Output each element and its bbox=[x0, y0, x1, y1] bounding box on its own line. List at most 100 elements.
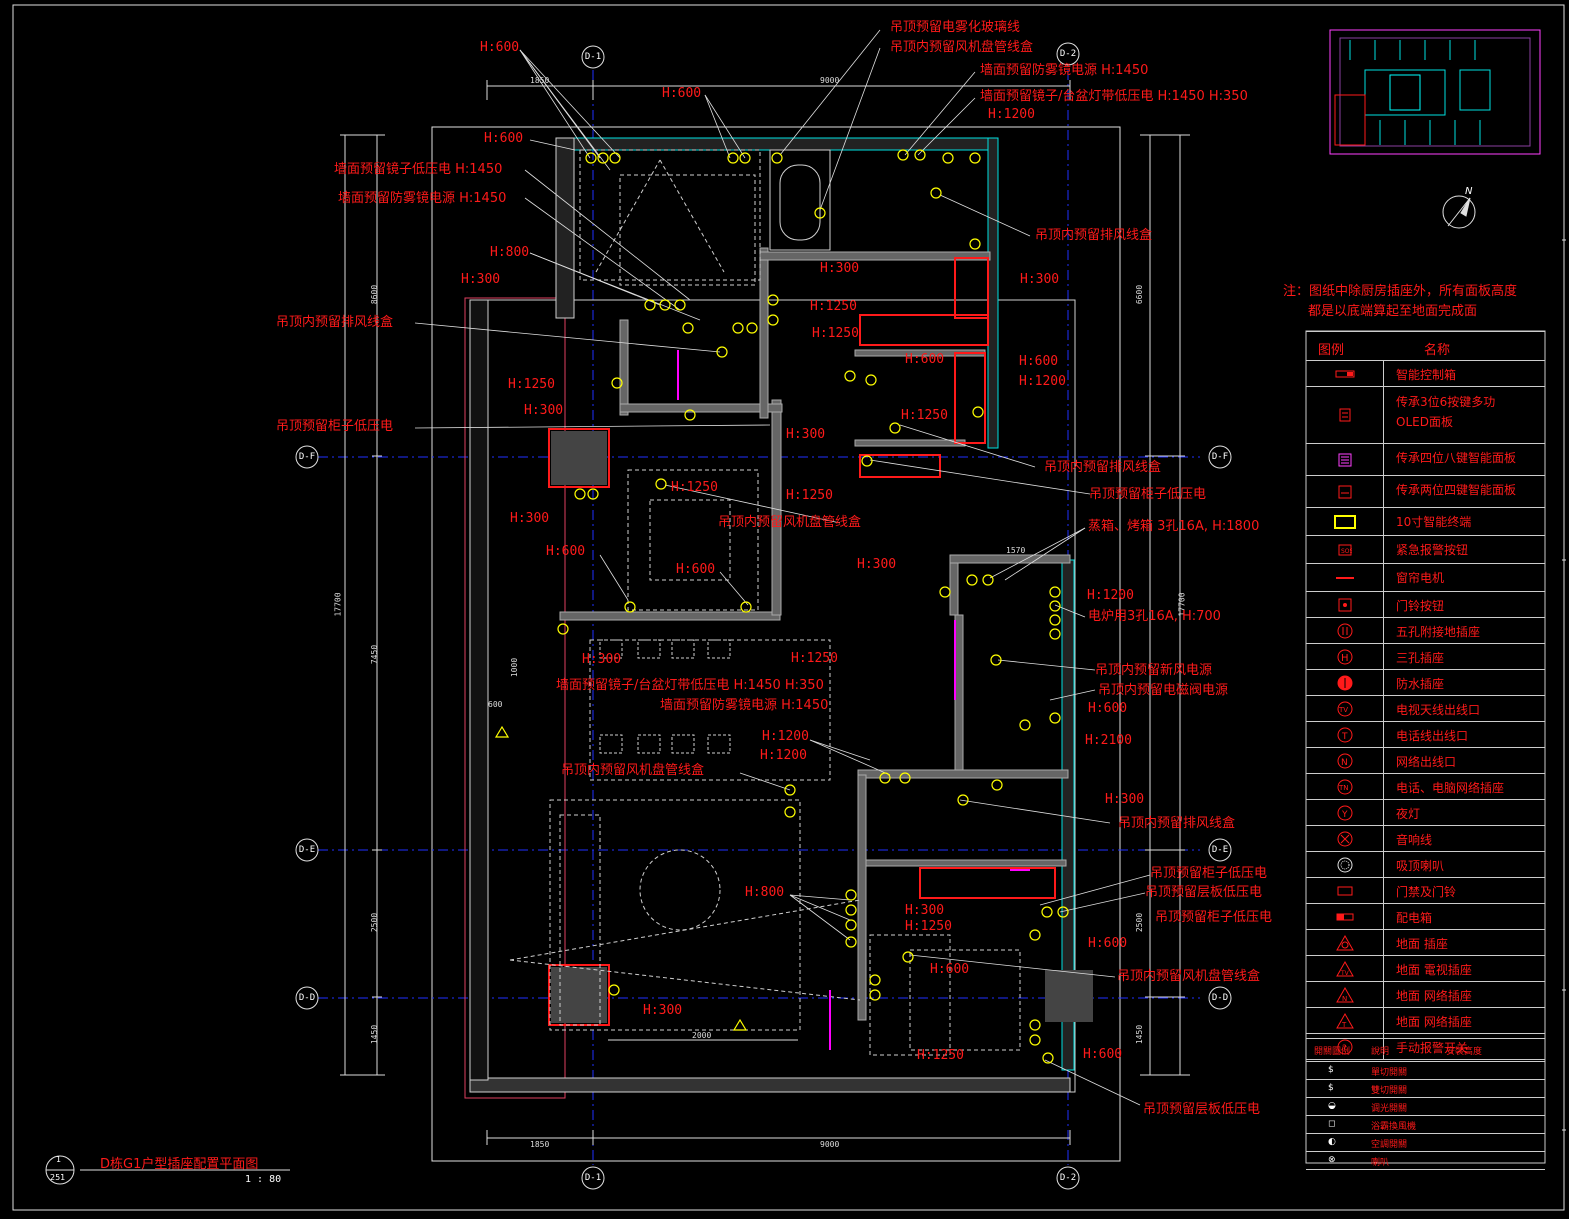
annotation-a29: H:1250 bbox=[786, 488, 833, 503]
panel-4key-icon bbox=[1306, 476, 1384, 507]
leader-lines bbox=[414, 29, 1151, 1106]
drawing-title: D栋G1户型插座配置平面图 bbox=[100, 1157, 259, 1172]
dim-bed: 2000 bbox=[692, 1031, 712, 1040]
annotation-a27: 吊顶内预留排风线盒 bbox=[1044, 460, 1162, 475]
socket-3-icon: H bbox=[1306, 644, 1384, 669]
legend-item-name: 音响线 bbox=[1396, 833, 1433, 847]
switch-row: $ 雙切開關 bbox=[1306, 1080, 1545, 1098]
legend-item-name: 夜灯 bbox=[1396, 807, 1421, 821]
legend-row: 智能控制箱 bbox=[1306, 361, 1545, 387]
legend-item-name: 10寸智能终端 bbox=[1396, 515, 1472, 529]
legend-item-name: 传承3位6按键多功 bbox=[1396, 395, 1496, 409]
annotation-a1: H:600 bbox=[480, 40, 520, 55]
legend-row: 门禁及门铃 bbox=[1306, 878, 1545, 904]
annotation-a8: H:600 bbox=[484, 131, 524, 146]
outlet-symbols bbox=[557, 149, 1069, 1064]
switch-col-3: 安裝高度 bbox=[1446, 1047, 1483, 1057]
annotation-a37: H:1200 bbox=[1087, 588, 1134, 603]
annotation-a23: H:1250 bbox=[901, 408, 948, 423]
switch-desc: 喇叭 bbox=[1371, 1158, 1390, 1168]
svg-text:TV: TV bbox=[1338, 706, 1348, 714]
annotation-a42: 墙面预留镜子/台盆灯带低压电 H:1450 H:350 bbox=[556, 678, 824, 693]
switch-symbol: ◐ bbox=[1328, 1137, 1336, 1147]
floor-socket-icon bbox=[1306, 930, 1384, 955]
annotation-a54: 吊顶预留层板低压电 bbox=[1145, 885, 1263, 900]
annotation-a49: 吊顶内预留风机盘管线盒 bbox=[561, 763, 705, 778]
annotation-a21: H:600 bbox=[1019, 354, 1059, 369]
annotation-a56: 吊顶预留柜子低压电 bbox=[1155, 910, 1273, 925]
dim-right-3: 1450 bbox=[1135, 1024, 1145, 1045]
legend-item-name: 传承两位四键智能面板 bbox=[1396, 483, 1517, 497]
drawing-scale: 1 : 80 bbox=[245, 1174, 282, 1185]
annotation-a15: H:1250 bbox=[810, 299, 857, 314]
annotation-a53: H:800 bbox=[745, 885, 785, 900]
dim-left-3: 2500 bbox=[370, 912, 380, 933]
annotation-a9: 墙面预留镜子低压电 H:1450 bbox=[334, 162, 503, 177]
annotation-a26: 吊顶预留柜子低压电 bbox=[276, 419, 394, 434]
legend-row: 10寸智能终端 bbox=[1306, 508, 1545, 536]
legend-item-name: 智能控制箱 bbox=[1396, 368, 1457, 382]
annotation-a30: H:1250 bbox=[671, 480, 718, 495]
annotation-a64: 吊顶预留层板低压电 bbox=[1143, 1102, 1261, 1117]
grid-label-de-left: D-E bbox=[298, 845, 316, 855]
legend-item-name: 地面 電视插座 bbox=[1396, 963, 1472, 977]
grid-bubbles bbox=[295, 42, 1232, 1190]
annotation-a55: H:300 bbox=[905, 903, 945, 918]
grid-label-df-left: D-F bbox=[298, 452, 316, 462]
legend-item-name: 门禁及门铃 bbox=[1396, 885, 1457, 899]
socket-5-icon bbox=[1306, 618, 1384, 643]
svg-text:SOS: SOS bbox=[1341, 548, 1352, 555]
annotation-a4: H:600 bbox=[662, 86, 702, 101]
annotation-a50: H:300 bbox=[1105, 792, 1145, 807]
grid-label-de-right: D-E bbox=[1211, 845, 1229, 855]
switch-table-header: 開關圖例 說明 安裝高度 bbox=[1306, 1038, 1545, 1062]
sheet-number: 1 bbox=[56, 1155, 62, 1164]
switch-col-2: 說明 bbox=[1371, 1047, 1390, 1057]
annotation-a43: 吊顶内预留电磁阀电源 bbox=[1098, 683, 1229, 698]
hatched-columns bbox=[551, 431, 1093, 1023]
annotation-a46: H:1200 bbox=[762, 729, 809, 744]
legend-row: 地面 插座 bbox=[1306, 930, 1545, 956]
access-control-icon bbox=[1306, 878, 1384, 903]
switch-row: ◐空調開關 bbox=[1306, 1134, 1545, 1152]
legend-item-name: 电话、电脑网络插座 bbox=[1396, 781, 1505, 795]
annotation-a10: 墙面预留防雾镜电源 H:1450 bbox=[338, 191, 507, 206]
legend-item-name: 电话线出线口 bbox=[1396, 729, 1469, 743]
switch-symbol: ◒ bbox=[1328, 1101, 1336, 1111]
curtain-motor-icon bbox=[1306, 564, 1384, 591]
outer-walls bbox=[464, 137, 1076, 1099]
svg-text:Y: Y bbox=[1341, 810, 1348, 820]
annotation-a13: H:300 bbox=[820, 261, 860, 276]
bathtub bbox=[769, 149, 831, 251]
legend-row: 配电箱 bbox=[1306, 904, 1545, 930]
annotation-a5: 墙面预留防雾镜电源 H:1450 bbox=[980, 63, 1149, 78]
legend-item-name: 网络出线口 bbox=[1396, 755, 1457, 769]
dim-left-2: 7450 bbox=[370, 644, 380, 665]
switch-desc: 雙切開關 bbox=[1371, 1086, 1408, 1096]
oled-panel-icon bbox=[1306, 387, 1384, 443]
annotation-a7: H:1200 bbox=[988, 107, 1035, 122]
switch-symbol: $ bbox=[1328, 1065, 1334, 1075]
annotation-a44: 墙面预留防雾镜电源 H:1450 bbox=[660, 698, 829, 713]
switch-symbol: $ bbox=[1328, 1083, 1334, 1093]
legend-item-name: 地面 插座 bbox=[1396, 937, 1448, 951]
annotation-a38: 电炉用3孔16A, H:700 bbox=[1088, 609, 1221, 624]
switch-desc: 调光開關 bbox=[1371, 1104, 1408, 1114]
dim-right-1: 6600 bbox=[1135, 284, 1145, 305]
dim-bottom-left: 1850 bbox=[530, 1140, 550, 1149]
legend-row: 防水插座 bbox=[1306, 670, 1545, 696]
legend-item-name: 手动报警开关 bbox=[1396, 1041, 1469, 1055]
legend-item-name-line2: OLED面板 bbox=[1396, 415, 1453, 429]
distribution-box-icon bbox=[1306, 904, 1384, 929]
svg-text:N: N bbox=[1342, 995, 1347, 1003]
annotation-a31: 吊顶内预留风机盘管线盒 bbox=[718, 515, 862, 530]
manual-alarm-icon: ? bbox=[1306, 1034, 1384, 1059]
key-plan bbox=[1329, 29, 1541, 155]
legend-row: 传承两位四键智能面板 bbox=[1306, 476, 1545, 508]
annotation-a25: H:300 bbox=[786, 427, 826, 442]
floor-tv-socket-icon: TV bbox=[1306, 956, 1384, 981]
